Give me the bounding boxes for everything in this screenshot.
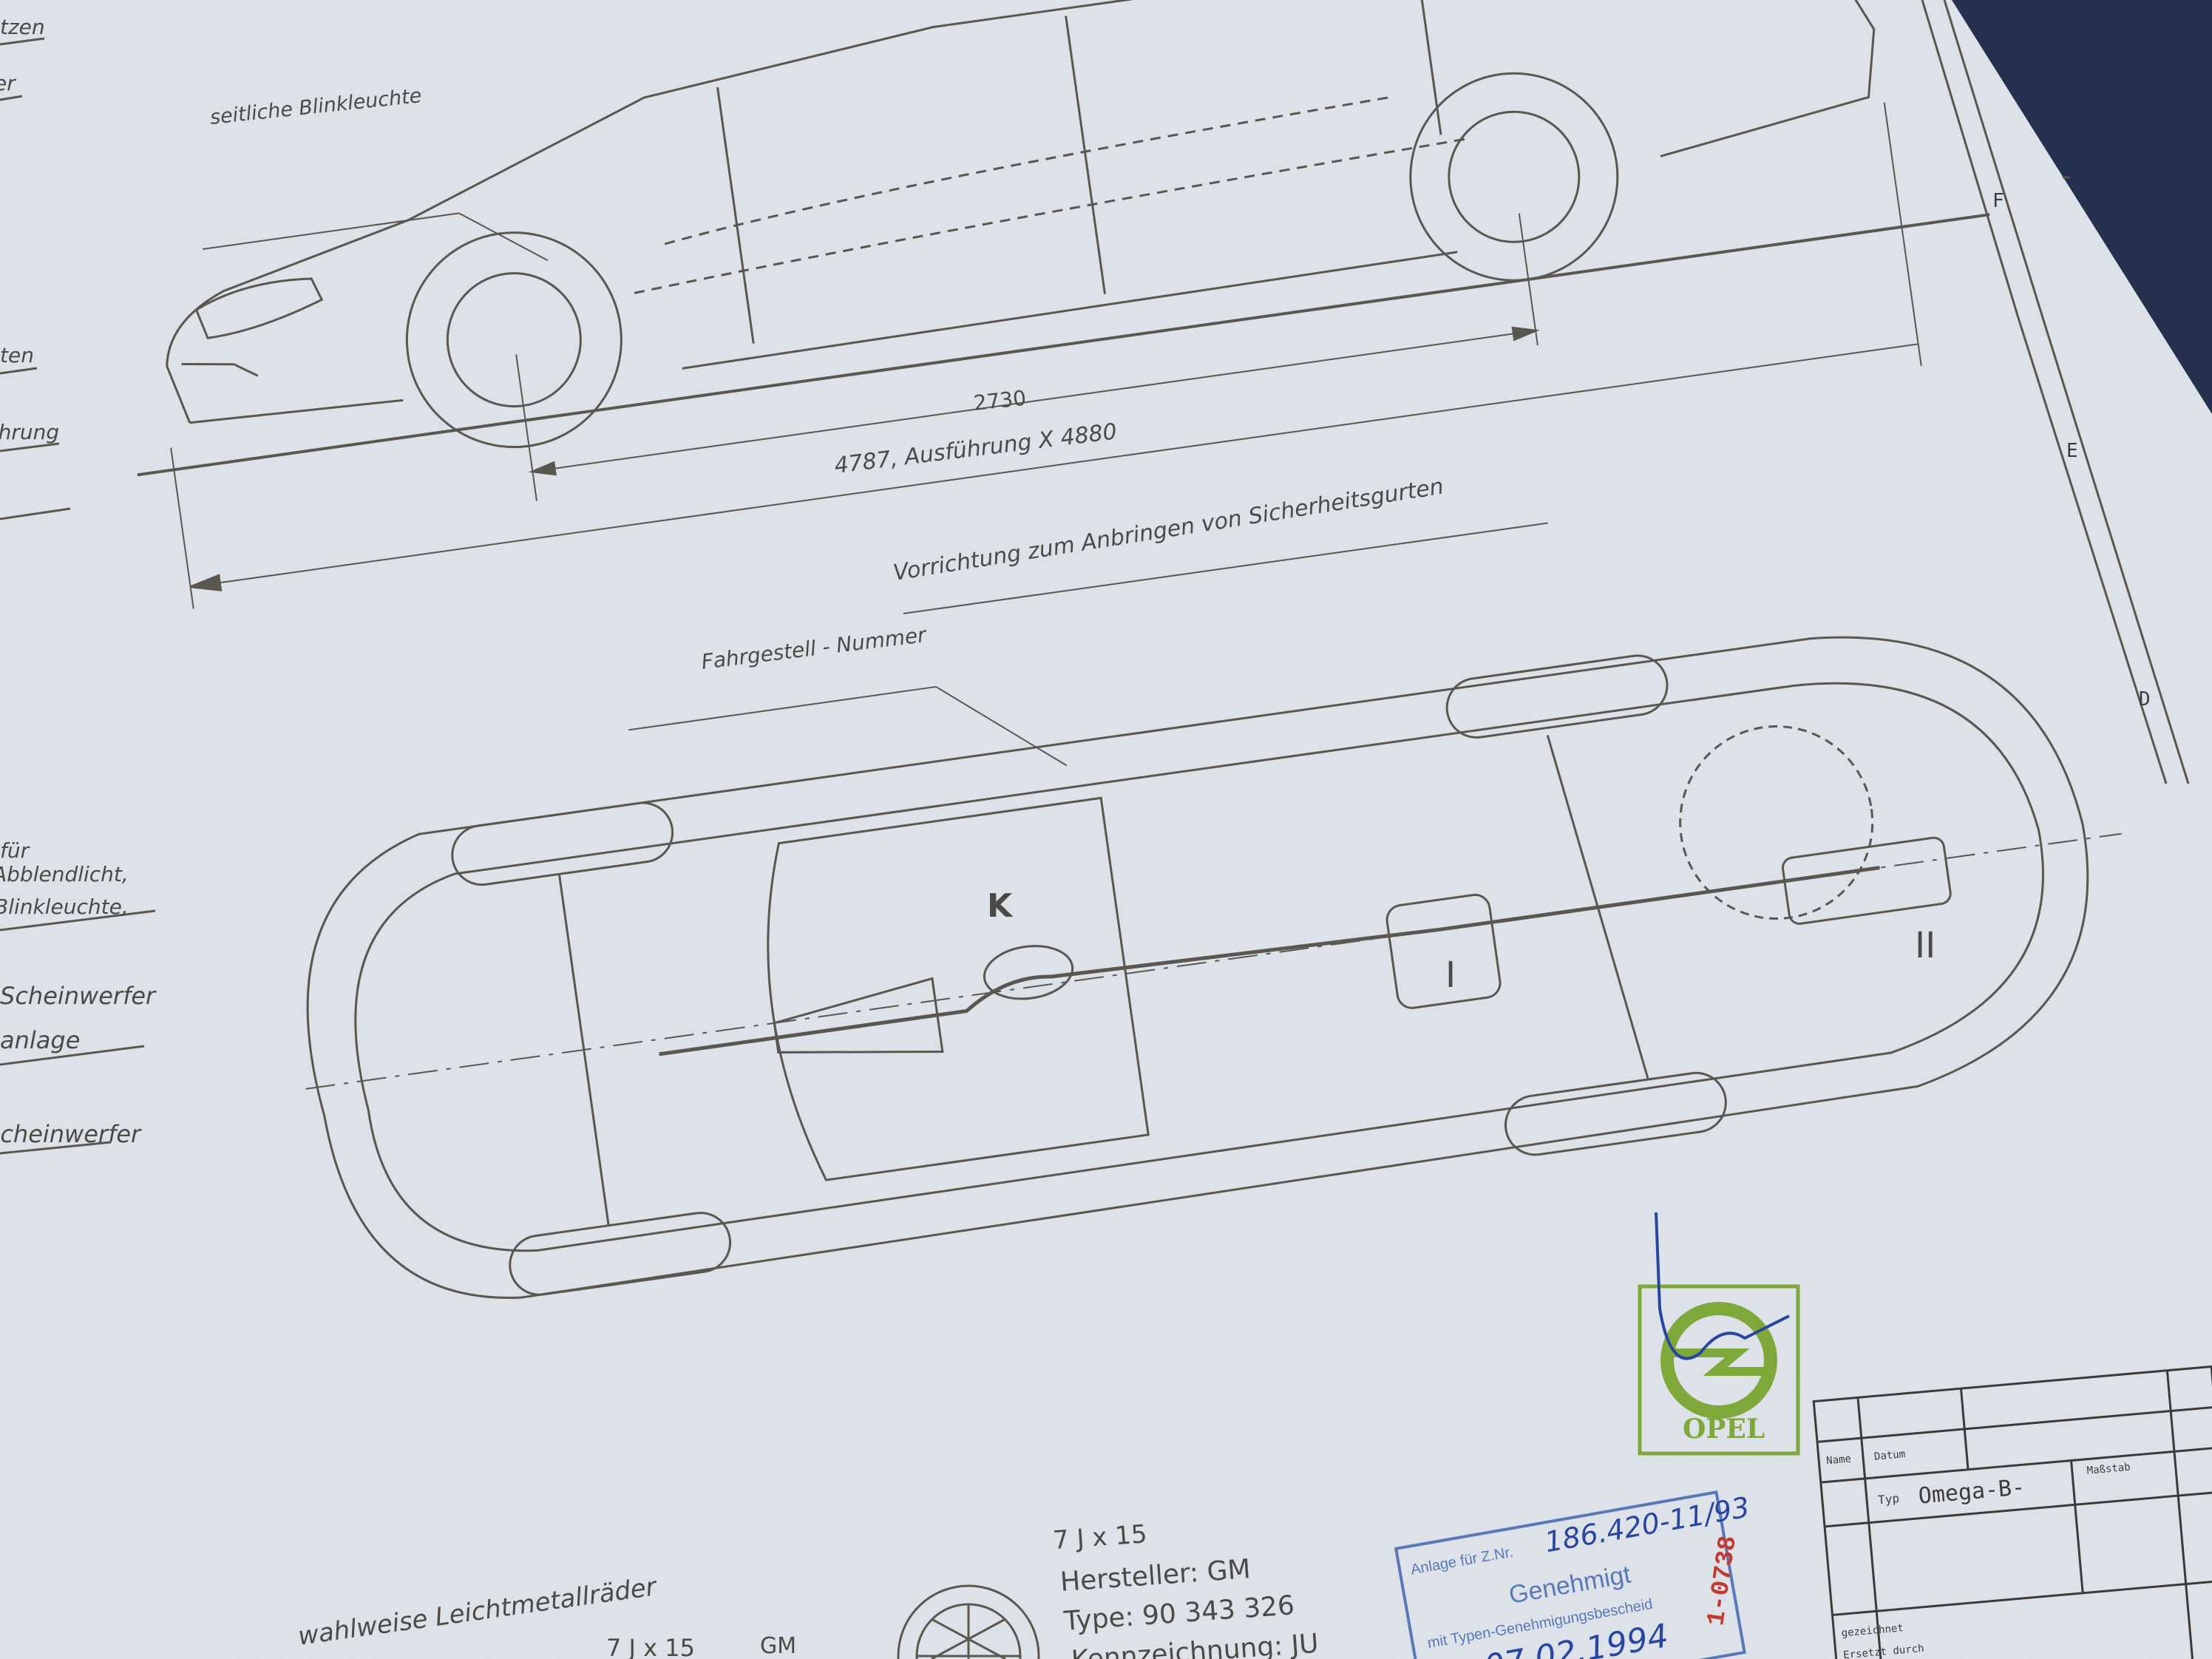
top-rear-right-wheel — [1504, 1071, 1727, 1156]
note-4: für — [0, 838, 30, 863]
top-front-right-wheel — [509, 1212, 732, 1296]
exhaust — [659, 866, 1880, 1056]
muffler-II — [1781, 836, 1952, 925]
note-9: Scheinwerfer — [0, 1120, 142, 1148]
top-view-drawing — [305, 636, 2122, 1299]
side-view-drawing — [137, 0, 1990, 614]
left-note-lines — [0, 37, 156, 1155]
title-block — [1812, 1365, 2212, 1659]
signature — [1655, 1212, 1790, 1360]
tb-row-b: Datum — [1873, 1448, 1905, 1463]
label-gm-left: GM — [760, 1633, 796, 1659]
tb-row-c: gezeichnet — [1841, 1622, 1904, 1639]
label-wheelbase: 2730 — [972, 386, 1027, 415]
note-6: Blinkleuchte, — [0, 895, 129, 919]
top-rear-left-wheel — [1445, 654, 1669, 739]
tb-label-typ: Typ — [1877, 1491, 1899, 1507]
catalyst-K — [983, 945, 1074, 1000]
ground-line — [137, 213, 1990, 477]
note-1: er — [0, 71, 16, 95]
grid-letter-f: F — [1992, 190, 2004, 212]
grid-letter-e: E — [2066, 440, 2078, 462]
top-body-outline — [306, 636, 2089, 1299]
tb-massstab: Maßstab — [2086, 1462, 2131, 1477]
note-3: führung — [0, 420, 59, 444]
label-rim-right: 7 J x 15 — [1052, 1519, 1148, 1555]
frame-border — [1921, 0, 2190, 784]
note-8: anlage — [0, 1026, 80, 1054]
label-i: I — [1445, 954, 1456, 996]
muffler-I — [1385, 893, 1502, 1009]
side-body-outline — [166, 0, 1876, 424]
note-2: ten — [0, 343, 34, 367]
grid-letter-d: D — [2139, 688, 2151, 710]
label-ii: II — [1915, 925, 1936, 966]
note-7: Scheinwerfer — [0, 982, 157, 1010]
label-rim-left: 7 J x 15 — [606, 1634, 695, 1659]
left-notes: tzen er ten führung für Abblendlicht, Bl… — [0, 15, 157, 1148]
opel-logo-text: OPEL — [1683, 1414, 1765, 1445]
tb-row-a: Name — [1826, 1453, 1852, 1467]
top-front-left-wheel — [451, 801, 674, 886]
rim-drawing — [897, 1584, 1040, 1659]
note-5: Abblendlicht, — [0, 862, 129, 886]
note-0: tzen — [0, 15, 45, 39]
label-k: K — [987, 887, 1014, 925]
